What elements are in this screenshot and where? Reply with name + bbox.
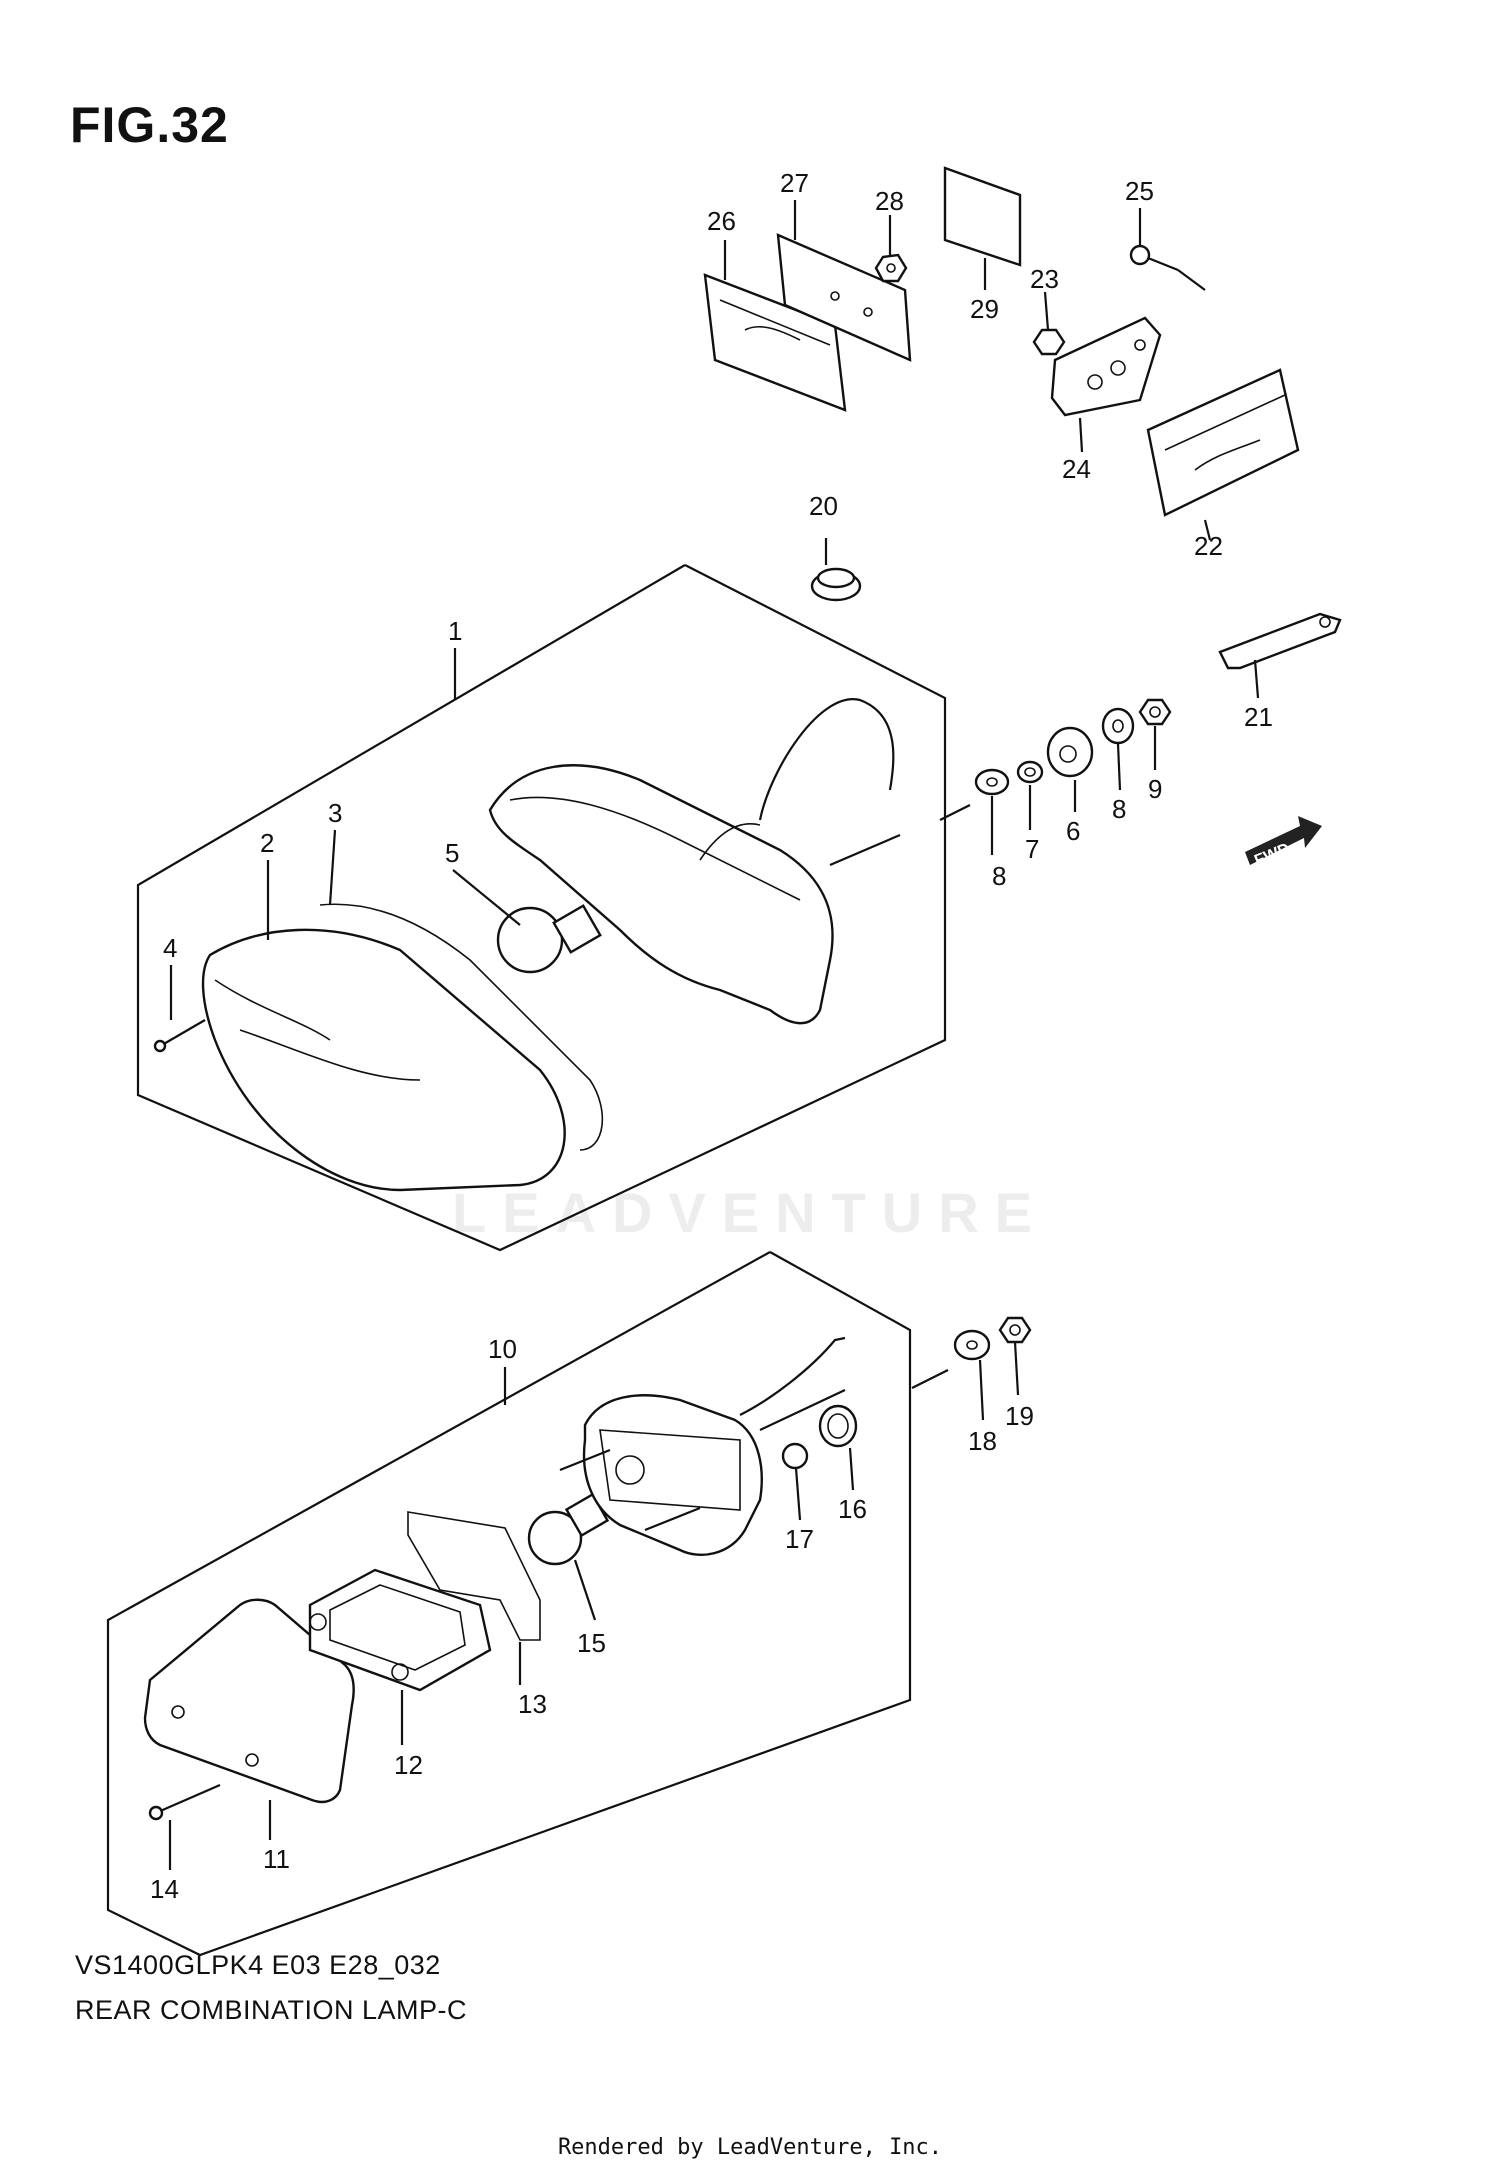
figure-title: FIG.32 bbox=[70, 97, 229, 153]
callout-29: 29 bbox=[970, 294, 999, 324]
callout-8b: 8 bbox=[1112, 794, 1126, 824]
callout-24: 24 bbox=[1062, 454, 1091, 484]
leader-lines bbox=[168, 200, 1260, 1870]
callout-23: 23 bbox=[1030, 264, 1059, 294]
callout-8a: 8 bbox=[992, 861, 1006, 891]
callout-7: 7 bbox=[1025, 834, 1039, 864]
collar-17[interactable] bbox=[781, 1442, 809, 1470]
callout-25: 25 bbox=[1125, 176, 1154, 206]
washer-8-left[interactable] bbox=[974, 768, 1010, 796]
callout-17: 17 bbox=[785, 1524, 814, 1554]
lamp-housing[interactable] bbox=[488, 764, 834, 1025]
lens-frame-12[interactable] bbox=[308, 1568, 492, 1692]
grommet-16[interactable] bbox=[818, 1404, 858, 1448]
callout-26: 26 bbox=[707, 206, 736, 236]
callout-9: 9 bbox=[1148, 774, 1162, 804]
callout-2: 2 bbox=[260, 828, 274, 858]
bracket-21[interactable] bbox=[1218, 612, 1342, 670]
reflector-plate-27[interactable] bbox=[776, 233, 912, 362]
grommet-20[interactable] bbox=[810, 567, 862, 602]
callout-20: 20 bbox=[809, 491, 838, 521]
callout-3: 3 bbox=[328, 798, 342, 828]
nut-23[interactable] bbox=[1032, 328, 1066, 356]
callout-22: 22 bbox=[1194, 531, 1223, 561]
callout-21: 21 bbox=[1244, 702, 1273, 732]
callout-11: 11 bbox=[263, 1844, 290, 1874]
callout-15: 15 bbox=[577, 1628, 606, 1658]
callout-19: 19 bbox=[1005, 1401, 1034, 1431]
callout-14: 14 bbox=[150, 1874, 179, 1904]
callout-6: 6 bbox=[1066, 816, 1080, 846]
callout-1: 1 bbox=[448, 616, 462, 646]
bulb-5[interactable] bbox=[496, 904, 602, 974]
watermark: LEADVENTURE bbox=[451, 1181, 1049, 1244]
tail-wire bbox=[739, 1336, 846, 1416]
callout-13: 13 bbox=[518, 1689, 547, 1719]
bracket-24[interactable] bbox=[1050, 316, 1162, 417]
gasket-3[interactable] bbox=[319, 903, 604, 1151]
model-code: VS1400GLPK4 E03 E28_032 bbox=[75, 1950, 441, 1980]
screw-4[interactable] bbox=[153, 1019, 206, 1053]
callout-28: 28 bbox=[875, 186, 904, 216]
assembly-10-outline bbox=[106, 1251, 912, 1957]
washer-18[interactable] bbox=[953, 1329, 991, 1361]
washer-8-right[interactable] bbox=[1101, 707, 1135, 745]
label-sheet-29[interactable] bbox=[943, 166, 1022, 267]
callout-4: 4 bbox=[163, 933, 177, 963]
collar-7[interactable] bbox=[1016, 760, 1044, 784]
callout-10: 10 bbox=[488, 1334, 517, 1364]
callout-5: 5 bbox=[445, 838, 459, 868]
render-credit: Rendered by LeadVenture, Inc. bbox=[557, 2135, 943, 2160]
lamp-wire bbox=[758, 698, 895, 821]
fwd-arrow-icon bbox=[1245, 816, 1322, 865]
bulb-15[interactable] bbox=[527, 1492, 610, 1566]
lens-11[interactable] bbox=[143, 1598, 355, 1804]
callout-12: 12 bbox=[394, 1750, 423, 1780]
gasket-13[interactable] bbox=[407, 1511, 541, 1641]
assembly-1-outline bbox=[136, 564, 947, 1252]
diagram-caption: REAR COMBINATION LAMP-C bbox=[75, 1995, 468, 2025]
nut-28[interactable] bbox=[874, 253, 908, 283]
callout-16: 16 bbox=[838, 1494, 867, 1524]
screw-25[interactable] bbox=[1129, 244, 1179, 272]
lens-2[interactable] bbox=[201, 928, 566, 1192]
reflector-22[interactable] bbox=[1146, 368, 1300, 517]
tail-housing[interactable] bbox=[582, 1394, 763, 1557]
callout-18: 18 bbox=[968, 1426, 997, 1456]
nut-9[interactable] bbox=[1138, 698, 1172, 726]
grommet-6[interactable] bbox=[1046, 726, 1094, 778]
screw-14[interactable] bbox=[148, 1783, 221, 1821]
nut-19[interactable] bbox=[998, 1316, 1032, 1344]
callout-27: 27 bbox=[780, 168, 809, 198]
